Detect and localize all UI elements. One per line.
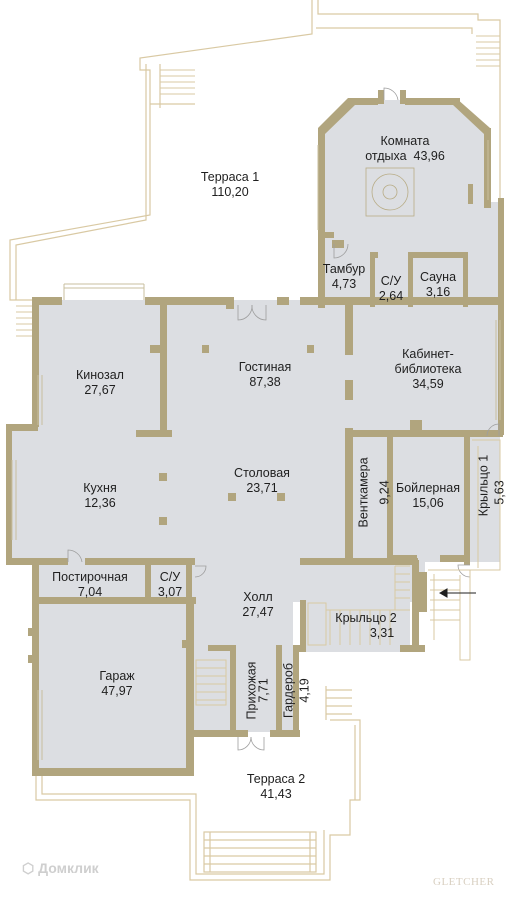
hall-stairs	[307, 565, 410, 646]
room-name: Терраса 1	[200, 170, 260, 184]
room-name: Крыльцо 1	[476, 454, 491, 517]
terrace-1-outline	[9, 0, 501, 301]
room-name: Венткамера	[356, 457, 371, 528]
room-porch-1: Крыльцо 1	[477, 451, 492, 521]
room-name: Постирочная	[52, 570, 128, 584]
room-area: 34,59	[412, 377, 444, 391]
room-wardrobe-area: 4,19	[298, 671, 313, 711]
watermark-right-text: GLETCHER	[433, 876, 495, 888]
room-name: Гардероб	[281, 663, 296, 718]
room-area: 3,31	[369, 626, 395, 640]
room-area: 3,07	[157, 585, 183, 599]
terrace-2-outline	[35, 686, 361, 881]
room-name: Гостиная	[238, 360, 292, 374]
room-wardrobe: Гардероб	[282, 659, 297, 723]
room-name: Бойлерная	[396, 481, 460, 495]
room-area: 3,16	[425, 285, 451, 299]
room-porch-2: Крыльцо 2	[335, 611, 396, 626]
room-name-line2: отдыха	[365, 149, 407, 163]
room-area: 7,04	[77, 585, 103, 599]
room-area: 4,73	[331, 277, 357, 291]
room-name: Столовая	[234, 466, 290, 480]
room-area: 27,47	[242, 605, 274, 619]
room-porch-1-area: 5,63	[493, 465, 508, 521]
room-name-line1: Кабинет-	[402, 347, 454, 361]
entrance-arrow-icon	[438, 588, 476, 598]
room-area: 9,24	[377, 480, 392, 505]
room-name: Кинозал	[76, 368, 124, 382]
room-name: Кухня	[83, 481, 117, 495]
room-area: 43,96	[413, 149, 445, 163]
room-name-line2: библиотека	[394, 362, 462, 376]
room-area: 41,43	[260, 787, 292, 801]
room-name: С/У	[159, 570, 181, 584]
garage-stairs	[195, 659, 227, 706]
terrace-1-stairs	[16, 35, 500, 337]
room-porch-2-area: 3,31	[370, 626, 394, 641]
room-ventilation-area: 9,24	[378, 463, 393, 523]
room-name: Сауна	[419, 270, 457, 284]
watermark-logo-icon: ⬡	[22, 860, 39, 876]
room-area: 2,64	[378, 289, 404, 303]
room-name: Тамбур	[322, 262, 366, 276]
windows	[11, 140, 501, 760]
room-area: 110,20	[211, 185, 249, 199]
room-name: Крыльцо 2	[335, 611, 397, 625]
room-name-line1: Комната	[380, 134, 430, 148]
relaxation-feature	[365, 167, 415, 217]
room-name: Терраса 2	[246, 772, 306, 786]
room-name: Холл	[243, 590, 273, 604]
room-area: 5,63	[492, 480, 507, 505]
room-entrance-area: 7,71	[257, 671, 272, 711]
watermark-domclick: ⬡ Домклик	[22, 860, 99, 877]
room-area: 12,36	[84, 496, 116, 510]
room-area: 47,97	[101, 684, 133, 698]
porch-1	[428, 439, 501, 661]
room-name: Гараж	[99, 669, 135, 683]
room-area: 4,19	[297, 678, 312, 703]
watermark-left-text: Домклик	[38, 860, 99, 876]
doors	[67, 87, 500, 751]
room-name: С/У	[380, 274, 402, 288]
room-area: 15,06	[412, 496, 444, 510]
room-area: 87,38	[249, 375, 281, 389]
room-area: 23,71	[246, 481, 278, 495]
watermark-gletcher: GLETCHER	[433, 876, 494, 888]
room-ventilation: Венткамера	[356, 457, 372, 528]
room-area: 7,71	[256, 678, 271, 703]
room-area: 27,67	[84, 383, 116, 397]
